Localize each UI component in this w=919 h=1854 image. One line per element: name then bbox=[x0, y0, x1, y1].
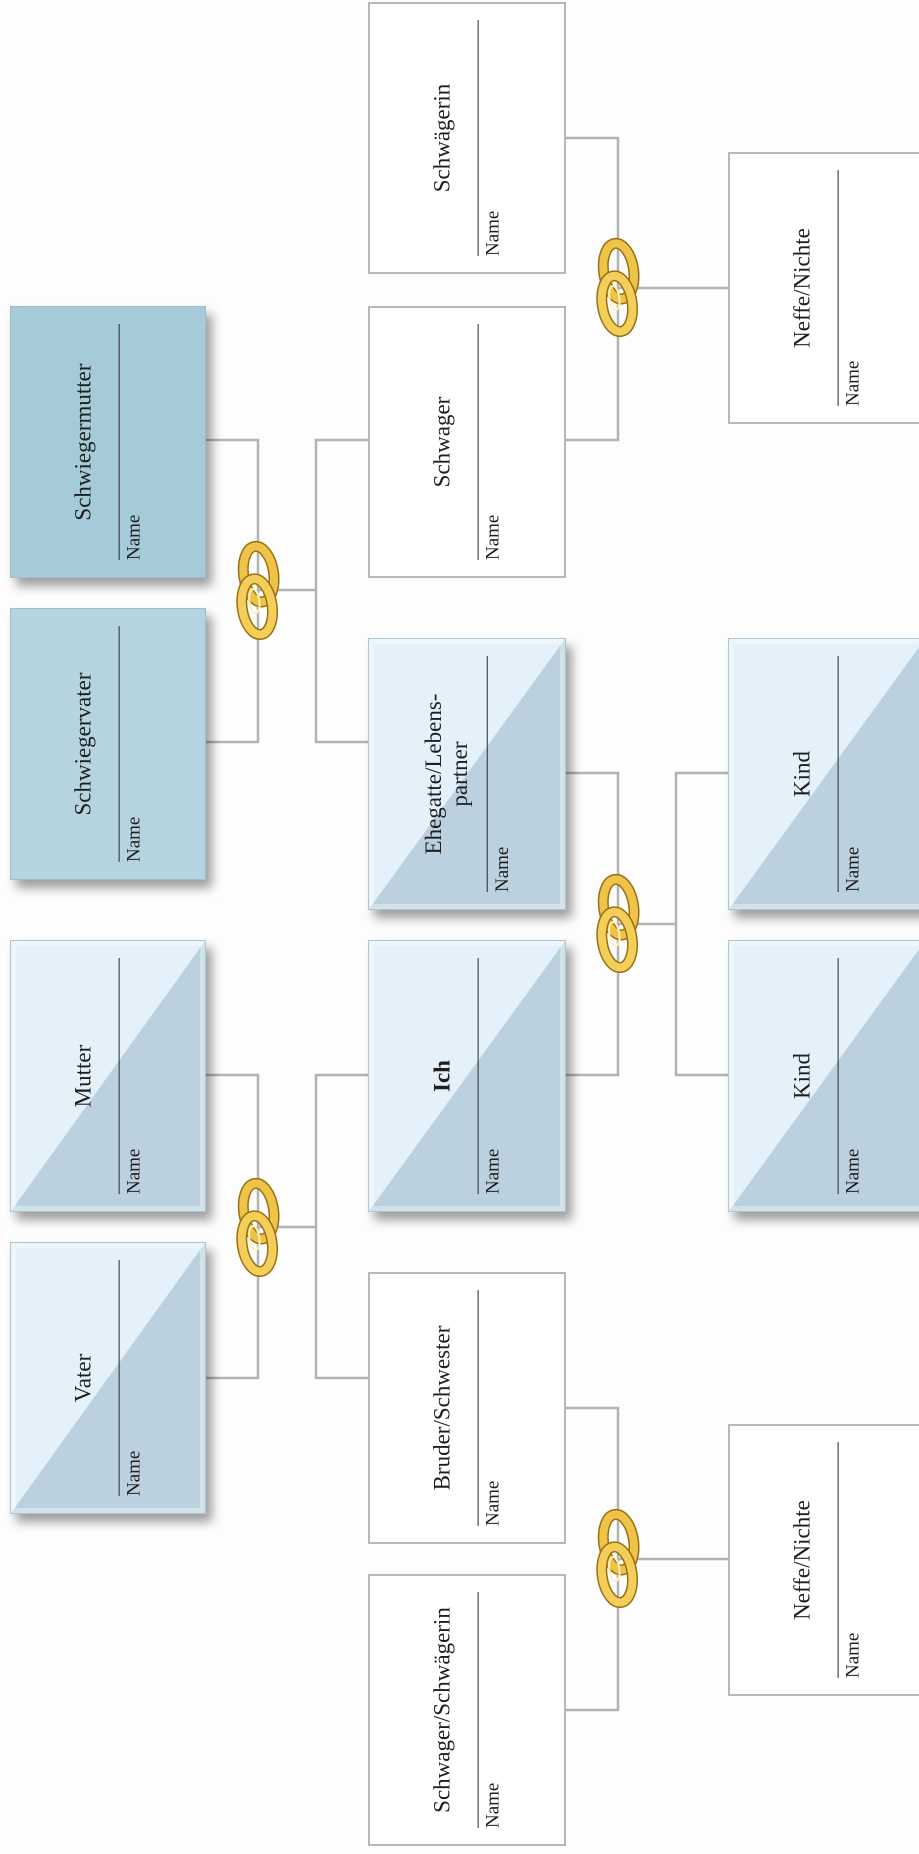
name-line bbox=[477, 1592, 479, 1828]
connector-inlaw-children bbox=[314, 438, 368, 744]
name-line bbox=[118, 958, 120, 1194]
card-kind-1[interactable]: Kind Name bbox=[728, 940, 919, 1212]
name-label: Name bbox=[842, 360, 864, 406]
role-label: Schwägerin bbox=[429, 83, 455, 193]
card-schwager-schwaegerin[interactable]: Schwager/Schwägerin Name bbox=[368, 1574, 566, 1846]
name-line bbox=[118, 626, 120, 862]
name-line bbox=[486, 656, 488, 892]
card-neffe-nichte-1[interactable]: Neffe/Nichte Name bbox=[728, 1424, 919, 1696]
role-label: Schwager/Schwägerin bbox=[429, 1607, 455, 1813]
name-label: Name bbox=[482, 210, 504, 256]
name-line bbox=[118, 324, 120, 560]
role-label: Schwager bbox=[429, 396, 455, 488]
name-label: Name bbox=[482, 1480, 504, 1526]
name-line bbox=[837, 170, 839, 406]
role-label: Mutter bbox=[70, 1044, 96, 1108]
card-schwiegermutter[interactable]: Schwiegermutter Name bbox=[10, 306, 206, 578]
role-label: Schwiegervater bbox=[70, 672, 96, 816]
role-label: Schwiegermutter bbox=[70, 363, 96, 521]
name-line bbox=[837, 958, 839, 1194]
card-schwaegerin[interactable]: Schwägerin Name bbox=[368, 2, 566, 274]
connector-children bbox=[674, 771, 728, 1077]
role-label: Vater bbox=[70, 1353, 96, 1403]
name-line bbox=[118, 1260, 120, 1496]
wedding-rings-icon bbox=[596, 237, 640, 337]
name-label: Name bbox=[123, 1450, 145, 1496]
name-label: Name bbox=[842, 1632, 864, 1678]
name-label: Name bbox=[842, 1148, 864, 1194]
name-label: Name bbox=[491, 846, 513, 892]
role-label: Kind bbox=[789, 1053, 815, 1099]
card-vater[interactable]: Vater Name bbox=[10, 1242, 206, 1514]
card-ehegatte[interactable]: Ehegatte/Lebens-partner Name bbox=[368, 638, 566, 910]
name-line bbox=[477, 1290, 479, 1526]
role-label: Kind bbox=[789, 751, 815, 797]
name-label: Name bbox=[123, 514, 145, 560]
connector-siblings bbox=[314, 1073, 368, 1380]
name-line bbox=[477, 324, 479, 560]
role-label: Neffe/Nichte bbox=[789, 228, 815, 348]
card-ich[interactable]: Ich Name bbox=[368, 940, 566, 1212]
card-schwiegervater[interactable]: Schwiegervater Name bbox=[10, 608, 206, 880]
role-label: Bruder/Schwester bbox=[429, 1325, 455, 1491]
name-label: Name bbox=[842, 846, 864, 892]
card-mutter[interactable]: Mutter Name bbox=[10, 940, 206, 1212]
card-schwager[interactable]: Schwager Name bbox=[368, 306, 566, 578]
name-line bbox=[837, 1442, 839, 1678]
name-line bbox=[837, 656, 839, 892]
card-neffe-nichte-2[interactable]: Neffe/Nichte Name bbox=[728, 152, 919, 424]
role-label: Ich bbox=[429, 1060, 455, 1092]
wedding-rings-icon bbox=[596, 1508, 640, 1608]
name-line bbox=[477, 20, 479, 256]
name-label: Name bbox=[482, 1782, 504, 1828]
role-label: Neffe/Nichte bbox=[789, 1500, 815, 1620]
name-label: Name bbox=[123, 1148, 145, 1194]
name-label: Name bbox=[123, 816, 145, 862]
wedding-rings-icon bbox=[236, 1177, 280, 1277]
name-label: Name bbox=[482, 1148, 504, 1194]
wedding-rings-icon bbox=[596, 873, 640, 973]
name-label: Name bbox=[482, 514, 504, 560]
card-kind-2[interactable]: Kind Name bbox=[728, 638, 919, 910]
wedding-rings-icon bbox=[236, 540, 280, 640]
name-line bbox=[477, 958, 479, 1194]
card-bruder-schwester[interactable]: Bruder/Schwester Name bbox=[368, 1272, 566, 1544]
role-label: Ehegatte/Lebens-partner bbox=[420, 693, 472, 855]
